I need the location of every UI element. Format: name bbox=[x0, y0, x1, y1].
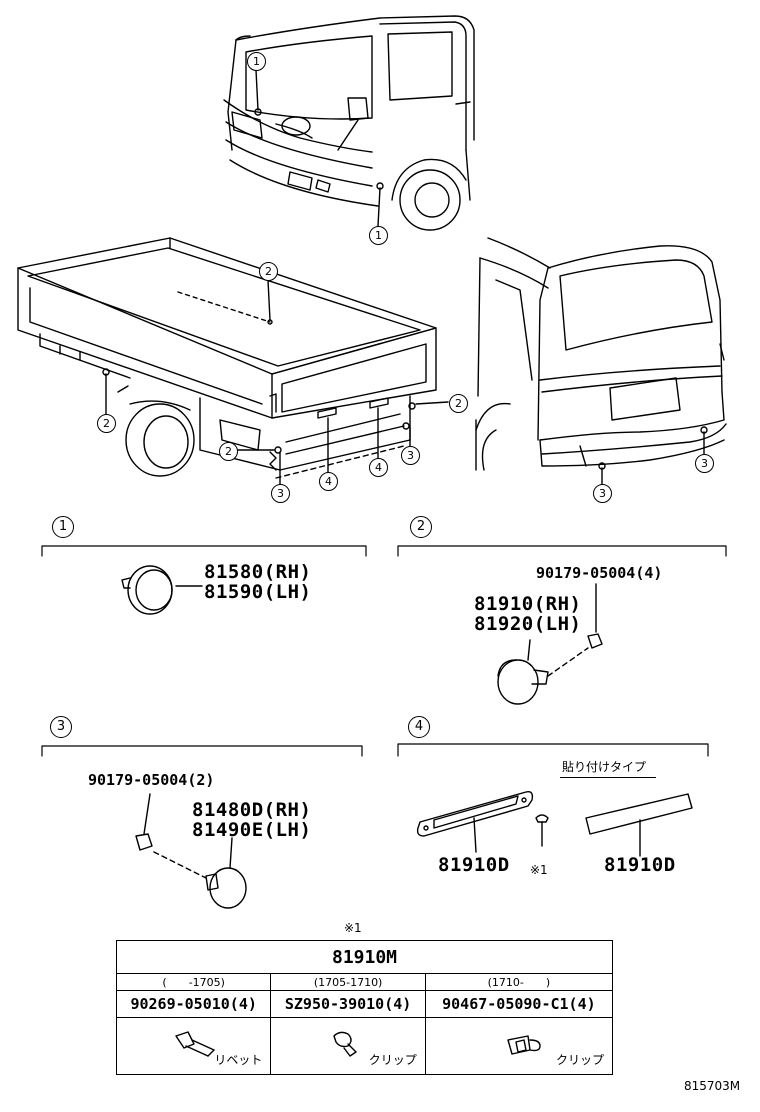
callout-3-van-left: 3 bbox=[593, 484, 612, 503]
table-cell-clip-b: クリップ bbox=[424, 1017, 614, 1075]
section-2-part-rh: 81910(RH) bbox=[474, 593, 582, 615]
reflector-strip-illustration bbox=[416, 790, 693, 857]
section-4-part-left: 81910D bbox=[438, 854, 510, 876]
table-range-1: ( -1705) bbox=[115, 973, 272, 991]
van-illustration bbox=[475, 237, 727, 485]
section-4-type-note: 貼り付けタイプ bbox=[562, 760, 647, 774]
section-2-bolt: 90179-05004(4) bbox=[536, 564, 663, 582]
section-2-part-lh: 81920(LH) bbox=[474, 613, 582, 635]
section-4-number: 4 bbox=[408, 716, 430, 738]
table-cell-rivet: リベット bbox=[115, 1017, 272, 1075]
table-item-3: クリップ bbox=[555, 1053, 604, 1067]
callout-3-truck: 3 bbox=[271, 484, 290, 503]
table-item-1: リベット bbox=[214, 1053, 263, 1067]
type-note-underline bbox=[560, 777, 656, 778]
section-1-part-rh: 81580(RH) bbox=[204, 561, 312, 583]
section-3-bolt: 90179-05004(2) bbox=[88, 771, 215, 789]
table-range-2: (1705-1710) bbox=[270, 973, 426, 991]
reflector-81480-illustration bbox=[135, 793, 247, 909]
table-part-3: 90467-05090-C1(4) bbox=[424, 990, 614, 1018]
cargo-truck-illustration bbox=[17, 237, 449, 485]
section-4-part-right: 81910D bbox=[604, 854, 676, 876]
front-cab-illustration bbox=[223, 15, 475, 231]
table-part-2: SZ950-39010(4) bbox=[270, 990, 426, 1018]
section-3-number: 3 bbox=[50, 716, 72, 738]
reflector-81910-illustration bbox=[497, 583, 603, 705]
table-title: 81910M bbox=[116, 940, 613, 974]
callout-2-bed: 2 bbox=[259, 262, 278, 281]
callout-2-rear: 2 bbox=[219, 442, 238, 461]
section-2-number: 2 bbox=[410, 516, 432, 538]
table-part-1: 90269-05010(4) bbox=[115, 990, 272, 1018]
diagram-code: 815703M bbox=[684, 1079, 741, 1093]
section-1-number: 1 bbox=[52, 516, 74, 538]
fastener-table: 81910M ( -1705) (1705-1710) (1710- ) 902… bbox=[115, 940, 614, 1075]
callout-4-left: 4 bbox=[319, 472, 338, 491]
table-note: ※1 bbox=[344, 921, 362, 935]
callout-4-right: 4 bbox=[369, 458, 388, 477]
table-item-2: クリップ bbox=[368, 1053, 417, 1067]
callout-2-right: 2 bbox=[449, 394, 468, 413]
table-range-3: (1710- ) bbox=[424, 973, 614, 991]
section-brackets bbox=[41, 545, 727, 757]
callout-3-van-right: 3 bbox=[695, 454, 714, 473]
section-3-part-lh: 81490E(LH) bbox=[192, 819, 312, 841]
section-3-part-rh: 81480D(RH) bbox=[192, 799, 312, 821]
callout-2-side: 2 bbox=[97, 414, 116, 433]
section-4-note-ref: ※1 bbox=[530, 863, 548, 877]
callout-1-lower: 1 bbox=[369, 226, 388, 245]
table-cell-clip-a: クリップ bbox=[270, 1017, 426, 1075]
reflector-81580-illustration bbox=[121, 565, 203, 615]
callout-3-truck-right: 3 bbox=[401, 446, 420, 465]
section-1-part-lh: 81590(LH) bbox=[204, 581, 312, 603]
callout-1-top: 1 bbox=[247, 52, 266, 71]
